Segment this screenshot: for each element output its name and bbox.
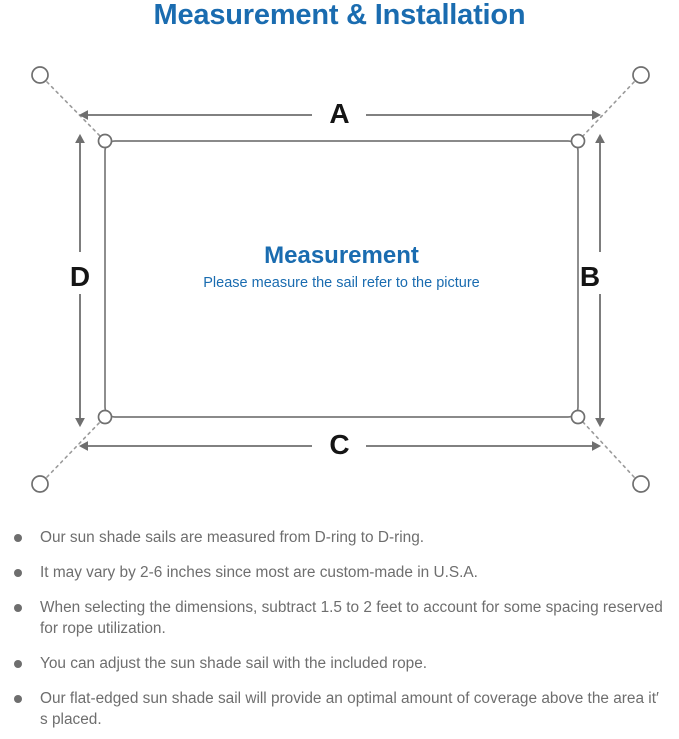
sail-center-label: Measurement <box>264 242 419 269</box>
anchor-ring-top-right <box>632 66 650 84</box>
d-ring-bottom-right <box>570 409 586 425</box>
note-text: You can adjust the sun shade sail with t… <box>40 655 428 672</box>
rope-top-right <box>581 81 635 138</box>
bullet-icon <box>14 695 22 703</box>
dimension-label-a: A <box>329 98 350 129</box>
list-item: Our flat-edged sun shade sail will provi… <box>9 688 665 730</box>
list-item: You can adjust the sun shade sail with t… <box>9 653 665 674</box>
list-item: Our sun shade sails are measured from D-… <box>9 527 665 548</box>
rope-bottom-left <box>46 420 102 478</box>
note-text: Our sun shade sails are measured from D-… <box>40 529 425 546</box>
dimension-label-d: D <box>69 261 91 292</box>
bullet-icon <box>14 569 22 577</box>
d-ring-top-left <box>97 133 113 149</box>
note-text: Our flat-edged sun shade sail will provi… <box>40 690 659 728</box>
list-item: It may vary by 2-6 inches since most are… <box>9 562 665 583</box>
sail-diagram: Measurement Please measure the sail refe… <box>0 46 679 516</box>
sail-d-rings <box>97 133 586 425</box>
d-ring-bottom-left <box>97 409 113 425</box>
anchor-ring-bottom-right <box>632 475 650 493</box>
sail-center-sublabel: Please measure the sail refer to the pic… <box>203 275 480 291</box>
d-ring-top-right <box>570 133 586 149</box>
note-text: It may vary by 2-6 inches since most are… <box>40 564 478 581</box>
dimension-label-c: C <box>329 429 350 460</box>
list-item: When selecting the dimensions, subtract … <box>9 597 665 639</box>
dimension-label-b: B <box>579 261 601 292</box>
notes-list: Our sun shade sails are measured from D-… <box>0 527 679 730</box>
rope-lines <box>46 81 635 478</box>
anchor-ring-top-left <box>31 66 49 84</box>
bullet-icon <box>14 604 22 612</box>
sail-diagram-svg <box>31 66 650 493</box>
note-text: When selecting the dimensions, subtract … <box>40 599 663 637</box>
rope-top-left <box>46 81 102 138</box>
bullet-icon <box>14 660 22 668</box>
dimension-arrows <box>75 110 605 451</box>
anchor-rings <box>31 66 650 493</box>
rope-bottom-right <box>581 420 635 478</box>
page-title: Measurement & Installation <box>153 0 526 31</box>
anchor-ring-bottom-left <box>31 475 49 493</box>
sail-rectangle <box>104 140 579 418</box>
bullet-icon <box>14 534 22 542</box>
